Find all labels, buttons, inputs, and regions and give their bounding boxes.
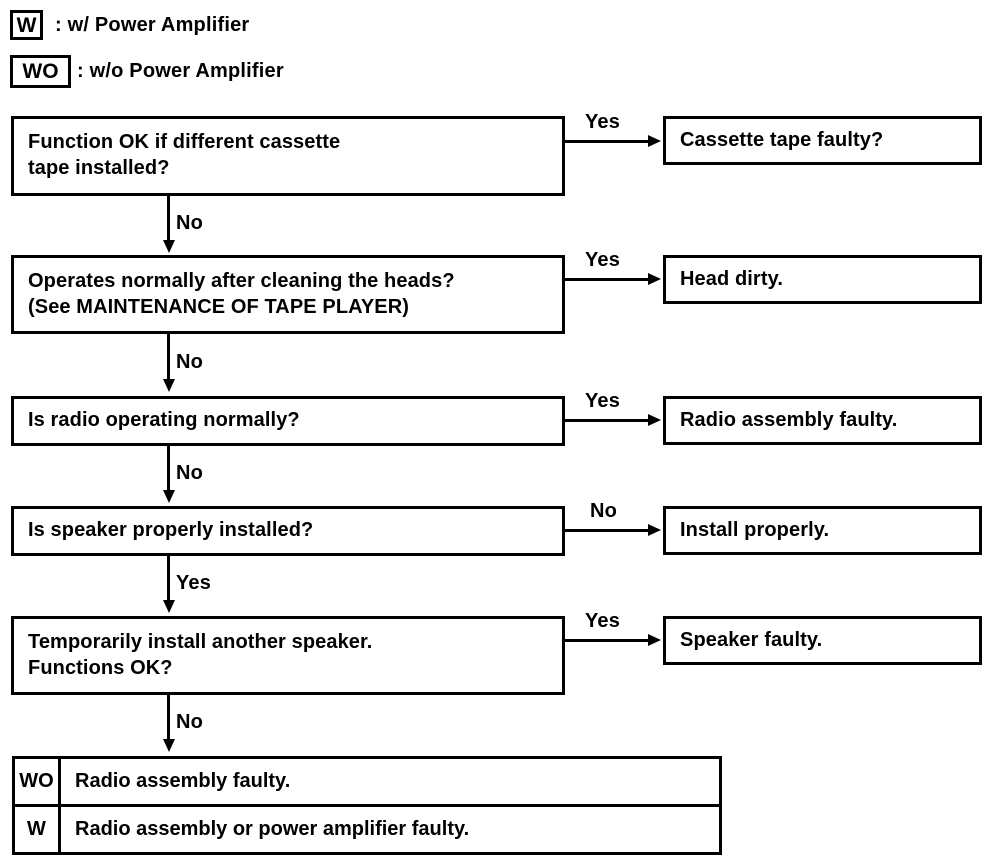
branch-label-4: No (590, 500, 618, 522)
branch-line-1 (565, 140, 651, 143)
flow-label-1-2: No (176, 212, 204, 234)
decision-box-2-line-1: Operates normally after cleaning the hea… (28, 269, 455, 292)
flow-arrow-3-4 (163, 490, 175, 503)
result-box-1: Cassette tape faulty? (663, 116, 982, 165)
legend-label-w: : w/ Power Amplifier (55, 13, 250, 36)
legend-row-wo: WO : w/o Power Amplifier (10, 55, 284, 88)
branch-arrow-2 (648, 273, 661, 285)
legend-row-w: W : w/ Power Amplifier (10, 10, 249, 40)
decision-box-3: Is radio operating normally? (11, 396, 565, 446)
branch-label-5: Yes (585, 610, 621, 632)
decision-box-2-line-2: (See MAINTENANCE OF TAPE PLAYER) (28, 295, 410, 318)
result-box-2-text: Head dirty. (680, 267, 783, 290)
flow-line-3-4 (167, 446, 170, 492)
flow-line-5-final (167, 695, 170, 741)
final-result-key-w: W (15, 807, 61, 852)
final-result-table: WO Radio assembly faulty. W Radio assemb… (12, 756, 722, 855)
decision-box-4: Is speaker properly installed? (11, 506, 565, 556)
decision-box-5-line-1: Temporarily install another speaker. (28, 630, 373, 653)
decision-box-1-line-2: tape installed? (28, 157, 170, 179)
flow-arrow-5-final (163, 739, 175, 752)
final-result-value-wo: Radio assembly faulty. (75, 770, 291, 792)
branch-line-3 (565, 419, 651, 422)
branch-line-4 (565, 529, 651, 532)
branch-arrow-5 (648, 634, 661, 646)
legend-key-wo: WO (10, 55, 71, 88)
branch-label-3: Yes (585, 390, 621, 412)
flow-label-2-3: No (176, 351, 204, 373)
result-box-5: Speaker faulty. (663, 616, 982, 665)
flow-label-5-final: No (176, 711, 204, 733)
result-box-4: Install properly. (663, 506, 982, 555)
decision-box-5-line-2: Functions OK? (28, 656, 173, 679)
branch-label-1: Yes (585, 111, 621, 133)
flow-line-2-3 (167, 334, 170, 381)
result-box-3: Radio assembly faulty. (663, 396, 982, 445)
final-result-key-wo: WO (15, 759, 61, 804)
result-box-4-text: Install properly. (680, 518, 830, 541)
final-result-row-w: W Radio assembly or power amplifier faul… (15, 804, 719, 852)
final-result-value-w: Radio assembly or power amplifier faulty… (75, 818, 470, 840)
branch-label-2: Yes (585, 249, 621, 271)
flow-label-4-5: Yes (176, 572, 212, 594)
result-box-2: Head dirty. (663, 255, 982, 304)
decision-box-3-line-1: Is radio operating normally? (28, 409, 300, 432)
decision-box-4-line-1: Is speaker properly installed? (28, 519, 314, 542)
branch-line-5 (565, 639, 651, 642)
flow-arrow-4-5 (163, 600, 175, 613)
flow-label-3-4: No (176, 462, 204, 484)
decision-box-1: Function OK if different cassette tape i… (11, 116, 565, 196)
flow-line-4-5 (167, 556, 170, 602)
result-box-5-text: Speaker faulty. (680, 628, 823, 651)
decision-box-1-line-1: Function OK if different cassette (28, 131, 341, 154)
decision-box-2: Operates normally after cleaning the hea… (11, 255, 565, 334)
flow-line-1-2 (167, 196, 170, 242)
result-box-3-text: Radio assembly faulty. (680, 408, 898, 431)
decision-box-5: Temporarily install another speaker. Fun… (11, 616, 565, 695)
branch-line-2 (565, 278, 651, 281)
legend-label-wo: : w/o Power Amplifier (77, 60, 284, 82)
branch-arrow-3 (648, 414, 661, 426)
legend-key-w: W (10, 10, 43, 40)
flow-arrow-1-2 (163, 240, 175, 253)
final-result-row-wo: WO Radio assembly faulty. (15, 759, 719, 804)
branch-arrow-1 (648, 135, 661, 147)
flow-arrow-2-3 (163, 379, 175, 392)
result-box-1-text: Cassette tape faulty? (680, 128, 884, 151)
branch-arrow-4 (648, 524, 661, 536)
